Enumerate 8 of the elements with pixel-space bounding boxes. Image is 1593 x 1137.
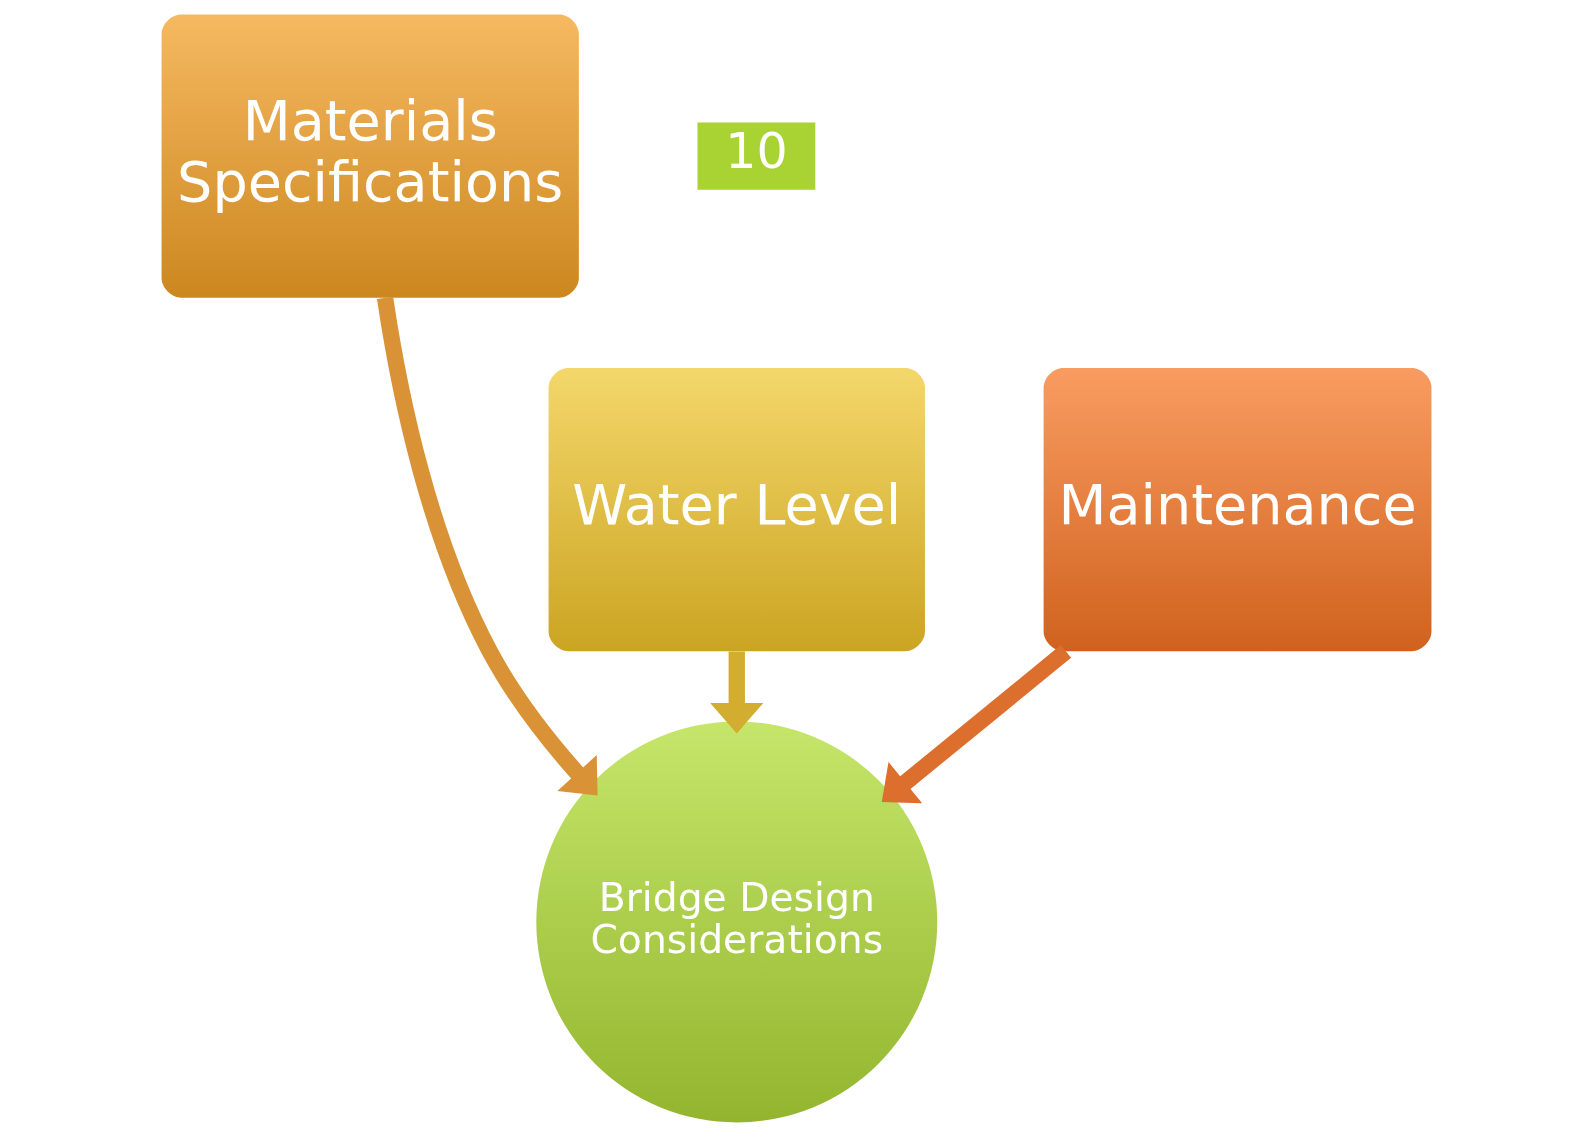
arrow — [710, 651, 764, 734]
node-box: Water Level — [548, 368, 925, 652]
node-box: Materials Specifications — [161, 14, 579, 298]
arrow — [376, 296, 598, 796]
arrow — [881, 645, 1072, 804]
node-circle: Bridge Design Considerations — [536, 721, 938, 1123]
node-box: Maintenance — [1043, 368, 1432, 652]
label: 10 — [725, 122, 788, 181]
